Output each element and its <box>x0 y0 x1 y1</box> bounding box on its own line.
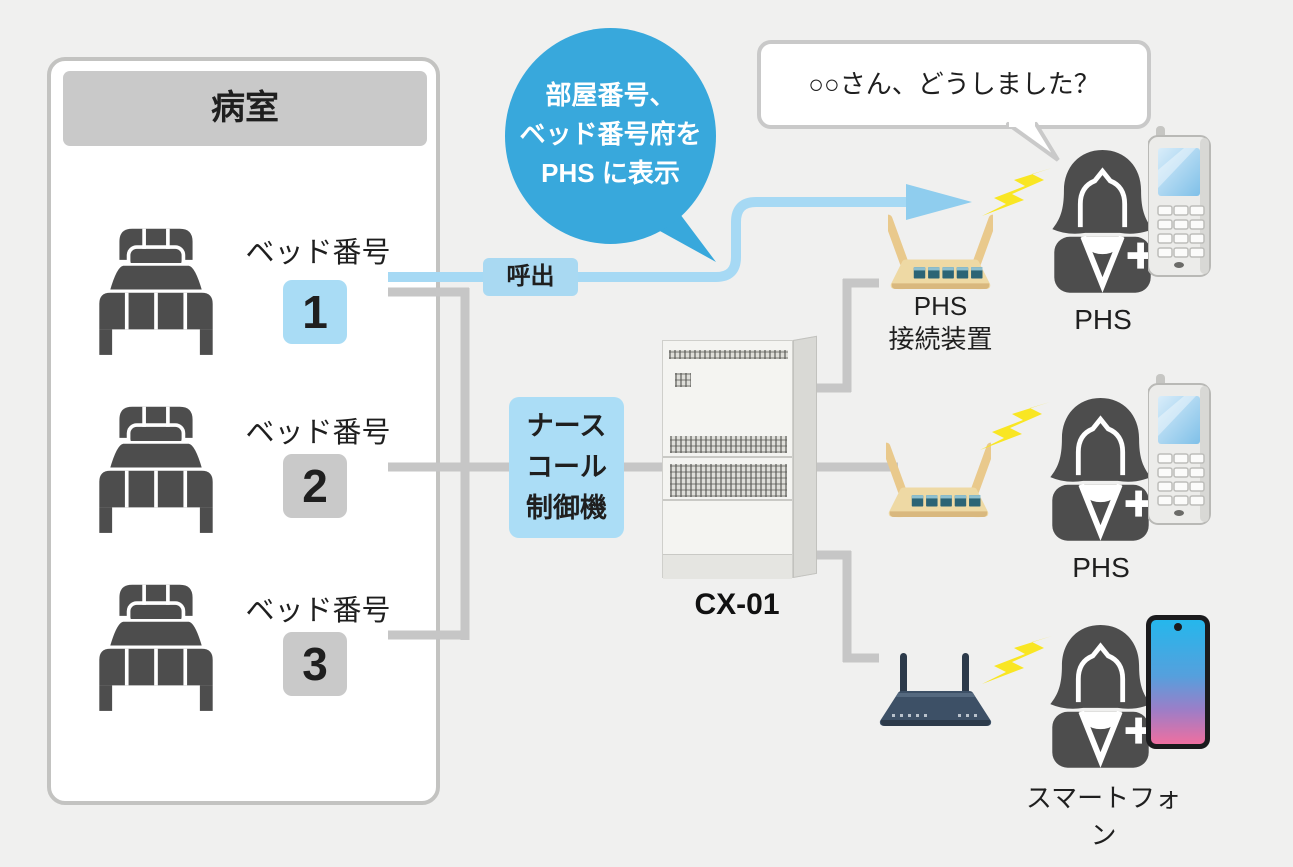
call-badge: 呼出 <box>483 258 578 296</box>
bed2-label: ベッド番号 <box>245 417 391 449</box>
cx01-device-side <box>793 335 817 578</box>
nurse-icon <box>1050 625 1152 768</box>
smartphone-icon <box>1146 615 1210 749</box>
phs-handset-icon <box>1148 374 1211 525</box>
cx01-vent-strip <box>669 350 788 359</box>
cx01-chip <box>675 373 691 387</box>
phs-handset-icon <box>1148 126 1211 277</box>
phs-connector-label: PHS 接続装置 <box>888 291 993 354</box>
room-title: 病室 <box>63 71 427 146</box>
receiver2-label: PHS <box>1072 552 1130 583</box>
nurse-call-controller-box: ナース コール 制御機 <box>509 397 624 538</box>
bed3-number: 3 <box>283 632 347 696</box>
controller-line1: ナース <box>526 411 607 441</box>
wireless-lightning-icon <box>982 168 1052 216</box>
blue-bubble-line3: PHS に表示 <box>541 158 680 188</box>
nurse-icon <box>1050 398 1152 541</box>
cx01-device <box>662 340 793 579</box>
bed-icon <box>99 406 213 533</box>
blue-bubble-line2: ベッド番号府を <box>519 119 702 149</box>
call-arrow-icon <box>906 184 972 220</box>
controller-line3: 制御機 <box>526 493 607 523</box>
white-speech-bubble: ○○さん、どうしました？ <box>757 40 1151 129</box>
bed1-label: ベッド番号 <box>245 237 391 269</box>
cx01-grille2 <box>670 464 787 497</box>
receiver1-label: PHS <box>1074 304 1132 335</box>
phs-connector-router-icon <box>888 214 993 290</box>
wireless-lightning-icon <box>982 636 1052 684</box>
bed-icon <box>99 584 213 711</box>
white-bubble-tail <box>1006 122 1060 162</box>
wifi-router-icon <box>879 653 992 726</box>
bed1-number: 1 <box>283 280 347 344</box>
call-path-line <box>388 197 906 282</box>
bed2-number: 2 <box>283 454 347 518</box>
blue-speech-bubble: 部屋番号、 ベッド番号府を PHS に表示 <box>505 28 716 244</box>
cx01-model-label: CX-01 <box>694 588 780 621</box>
receiver3-label: スマートフォン <box>1025 783 1182 850</box>
white-bubble-text: ○○さん、どうしました？ <box>808 69 1100 99</box>
cx01-grille1 <box>670 436 787 453</box>
wireless-lightning-icon <box>980 402 1050 450</box>
nurse-icon <box>1052 150 1154 293</box>
blue-bubble-line1: 部屋番号、 <box>545 80 676 110</box>
cx01-base <box>663 554 792 579</box>
phs-connector-router-icon <box>886 442 991 518</box>
controller-line2: コール <box>526 452 607 482</box>
bed-icon <box>99 228 213 355</box>
bed3-label: ベッド番号 <box>245 595 391 627</box>
